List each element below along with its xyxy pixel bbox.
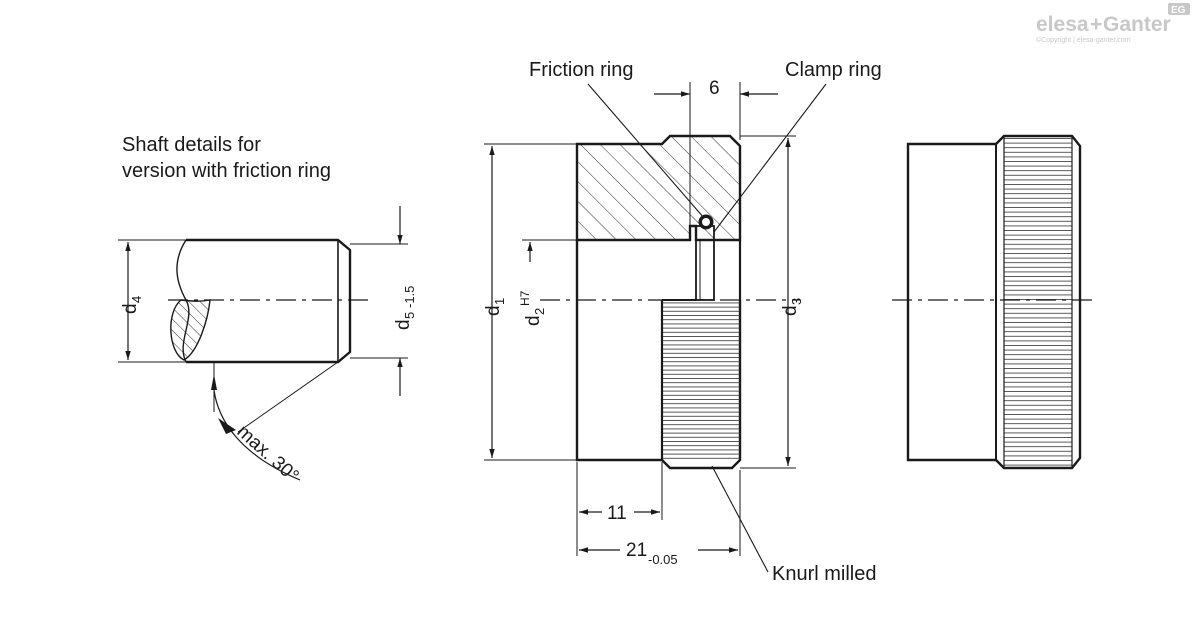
logo-elesa: elesa (1036, 13, 1089, 36)
angle-ext-slant (237, 361, 339, 433)
knurl-leader (711, 465, 769, 573)
d5-main: d (393, 319, 414, 330)
d1-sub: 1 (492, 298, 507, 305)
knurl-label: Knurl milled (772, 563, 876, 585)
d3-sub: 3 (789, 298, 804, 305)
d1-main: d (483, 305, 504, 316)
dim21-main: 21 (626, 540, 647, 561)
d4-main: d (120, 303, 141, 314)
side-knurl (1004, 136, 1072, 468)
d2-sub: 2 (532, 308, 547, 315)
shaft-title-line1: Shaft details for (122, 134, 261, 156)
angle-label: max. 30° (233, 421, 303, 487)
clamp-ring-leader (713, 83, 827, 233)
d3-main: d (780, 305, 801, 316)
d1-label: d 1 (483, 298, 507, 316)
d2-label: d 2 H7 (518, 290, 547, 326)
dim21-label-bg (620, 536, 698, 564)
dim11-label-bg (602, 500, 634, 522)
d2-main: d (523, 315, 544, 326)
angle-arrow-bottom (218, 418, 236, 434)
friction-ring-leader (587, 83, 705, 219)
shaft-outline (186, 238, 352, 364)
d4-label: d 4 (120, 296, 144, 314)
section-view: Friction ring Clamp ring 6 d 1 d 2 H7 (483, 59, 882, 585)
d5-tolerance: -1.5 (402, 286, 417, 308)
d5-sub: 5 (402, 312, 417, 319)
d5-label: d 5 -1.5 (393, 286, 417, 330)
brand-logo: elesa + Ganter EG ©Copyright | elesa-gan… (1036, 3, 1190, 44)
shaft-section-hatch (170, 299, 211, 361)
d4-sub: 4 (129, 296, 144, 303)
knurl-section (662, 300, 740, 460)
logo-copyright: ©Copyright | elesa-ganter.com (1036, 36, 1131, 44)
friction-ring-highlight (702, 218, 710, 226)
side-view (892, 134, 1096, 470)
dim11-label: 11 (607, 503, 627, 524)
friction-ring-label: Friction ring (529, 59, 633, 81)
side-outline (906, 134, 1082, 470)
section-hatch (575, 134, 742, 242)
clamp-ring-label: Clamp ring (785, 59, 882, 81)
shaft-detail: Shaft details for version with friction … (118, 134, 417, 487)
logo-badge-shape (1168, 3, 1190, 15)
dim21-tolerance: -0.05 (648, 552, 678, 567)
logo-plus: + (1090, 13, 1102, 36)
angle-arc (213, 389, 301, 481)
d2-fit: H7 (518, 290, 532, 306)
logo-badge: EG (1171, 5, 1186, 16)
shaft-title-line2: version with friction ring (122, 160, 331, 182)
d3-label: d 3 (780, 298, 804, 316)
logo-ganter: Ganter (1103, 13, 1171, 36)
angle-arrow-top (211, 374, 217, 390)
dim6-label: 6 (709, 78, 720, 99)
